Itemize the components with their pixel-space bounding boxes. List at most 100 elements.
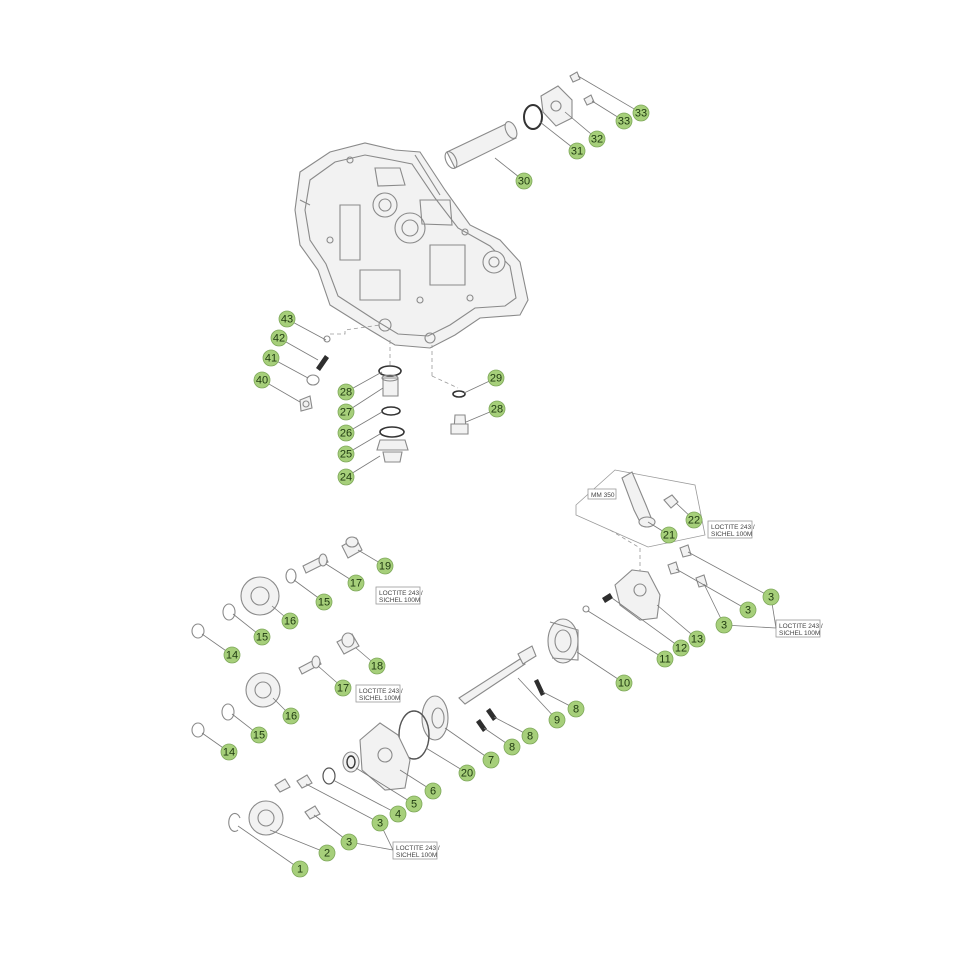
note-loctite-22-line1: LOCTITE 243 / [711, 524, 755, 531]
callout-circle [368, 657, 386, 675]
callout-25[interactable]: 25 [337, 445, 355, 463]
callout-14[interactable]: 14 [223, 646, 241, 664]
callout-22[interactable]: 22 [685, 511, 703, 529]
leader-line-1 [237, 825, 301, 870]
callout-9[interactable]: 9 [548, 711, 566, 729]
leader-line-13 [656, 604, 698, 640]
callout-3[interactable]: 3 [739, 601, 757, 619]
callout-circle [223, 646, 241, 664]
callout-31[interactable]: 31 [568, 142, 586, 160]
callout-3[interactable]: 3 [715, 616, 733, 634]
callout-circle [588, 130, 606, 148]
callout-21[interactable]: 21 [660, 526, 678, 544]
callout-3[interactable]: 3 [340, 833, 358, 851]
callout-40[interactable]: 40 [253, 371, 271, 389]
callout-17[interactable]: 17 [347, 574, 365, 592]
callout-43[interactable]: 43 [278, 310, 296, 328]
callout-30[interactable]: 30 [515, 172, 533, 190]
callout-19[interactable]: 19 [376, 557, 394, 575]
callout-4[interactable]: 4 [389, 805, 407, 823]
assembly-line-mm350 [609, 529, 641, 572]
callout-2[interactable]: 2 [318, 844, 336, 862]
callout-8[interactable]: 8 [503, 738, 521, 756]
callout-27[interactable]: 27 [337, 403, 355, 421]
callout-label: 26 [340, 428, 352, 440]
note-loctite-17a-line2: SICHEL 100M [379, 597, 420, 604]
callout-14[interactable]: 14 [220, 743, 238, 761]
callout-circle [656, 650, 674, 668]
callout-8[interactable]: 8 [521, 727, 539, 745]
callout-12[interactable]: 12 [672, 639, 690, 657]
callout-circle [337, 468, 355, 486]
callout-28[interactable]: 28 [488, 400, 506, 418]
callout-circle [389, 805, 407, 823]
callout-29[interactable]: 29 [487, 369, 505, 387]
callout-label: 7 [488, 755, 494, 767]
callout-7[interactable]: 7 [482, 751, 500, 769]
callout-label: 27 [340, 407, 352, 419]
callout-circle [739, 601, 757, 619]
callout-label: 41 [265, 353, 277, 365]
callout-17[interactable]: 17 [334, 679, 352, 697]
callout-18[interactable]: 18 [368, 657, 386, 675]
washer-14b [191, 722, 205, 738]
callout-3[interactable]: 3 [762, 588, 780, 606]
note-loctite-3-bottom: LOCTITE 243 / SICHEL 100M [392, 841, 440, 860]
callout-circle [515, 172, 533, 190]
callout-26[interactable]: 26 [337, 424, 355, 442]
callout-10[interactable]: 10 [615, 674, 633, 692]
callout-circle [318, 844, 336, 862]
crankcase-half [294, 142, 529, 349]
note-loctite-17b-line2: SICHEL 100M [359, 695, 400, 702]
spring-12 [602, 593, 613, 603]
callout-6[interactable]: 6 [424, 782, 442, 800]
callout-label: 17 [350, 578, 362, 590]
callout-label: 16 [285, 711, 297, 723]
callout-circle [337, 424, 355, 442]
callout-13[interactable]: 13 [688, 630, 706, 648]
callout-5[interactable]: 5 [405, 795, 423, 813]
callout-20[interactable]: 20 [458, 764, 476, 782]
callout-circle [337, 383, 355, 401]
callout-label: 9 [554, 715, 560, 727]
leader-line-4 [332, 779, 399, 815]
leader-line-7 [444, 727, 492, 761]
callout-15[interactable]: 15 [250, 726, 268, 744]
callout-24[interactable]: 24 [337, 468, 355, 486]
callout-label: 28 [340, 387, 352, 399]
callout-circle [503, 738, 521, 756]
cover-13 [614, 569, 661, 621]
callout-28[interactable]: 28 [337, 383, 355, 401]
callout-11[interactable]: 11 [656, 650, 674, 668]
callout-circle [340, 833, 358, 851]
note-mm350: MM 350 [591, 492, 615, 499]
screw-plug-28b [450, 414, 469, 435]
callout-33[interactable]: 33 [632, 104, 650, 122]
callout-markers: 3333323130434241402827262524292822213331… [220, 104, 780, 878]
callout-16[interactable]: 16 [281, 612, 299, 630]
callout-42[interactable]: 42 [270, 329, 288, 347]
callout-16[interactable]: 16 [282, 707, 300, 725]
callout-8[interactable]: 8 [567, 700, 585, 718]
callout-label: 6 [430, 786, 436, 798]
ball-11 [582, 605, 590, 613]
callout-label: 29 [490, 373, 502, 385]
callout-circle [521, 727, 539, 745]
callout-33[interactable]: 33 [615, 112, 633, 130]
leader-line-3 [675, 568, 749, 611]
pump-shaft-9 [458, 645, 537, 705]
note-loctite-3-right-line1: LOCTITE 243 / [779, 623, 823, 630]
callout-15[interactable]: 15 [253, 628, 271, 646]
callout-1[interactable]: 1 [291, 860, 309, 878]
o-ring-25 [379, 426, 405, 438]
callout-label: 30 [518, 176, 530, 188]
spring-42 [316, 355, 329, 371]
callout-32[interactable]: 32 [588, 130, 606, 148]
callout-3[interactable]: 3 [371, 814, 389, 832]
callout-label: 22 [688, 515, 700, 527]
leader-line-33 [577, 75, 642, 114]
leader-line-5 [355, 767, 415, 805]
callout-41[interactable]: 41 [262, 349, 280, 367]
callout-15[interactable]: 15 [315, 593, 333, 611]
callout-circle [685, 511, 703, 529]
